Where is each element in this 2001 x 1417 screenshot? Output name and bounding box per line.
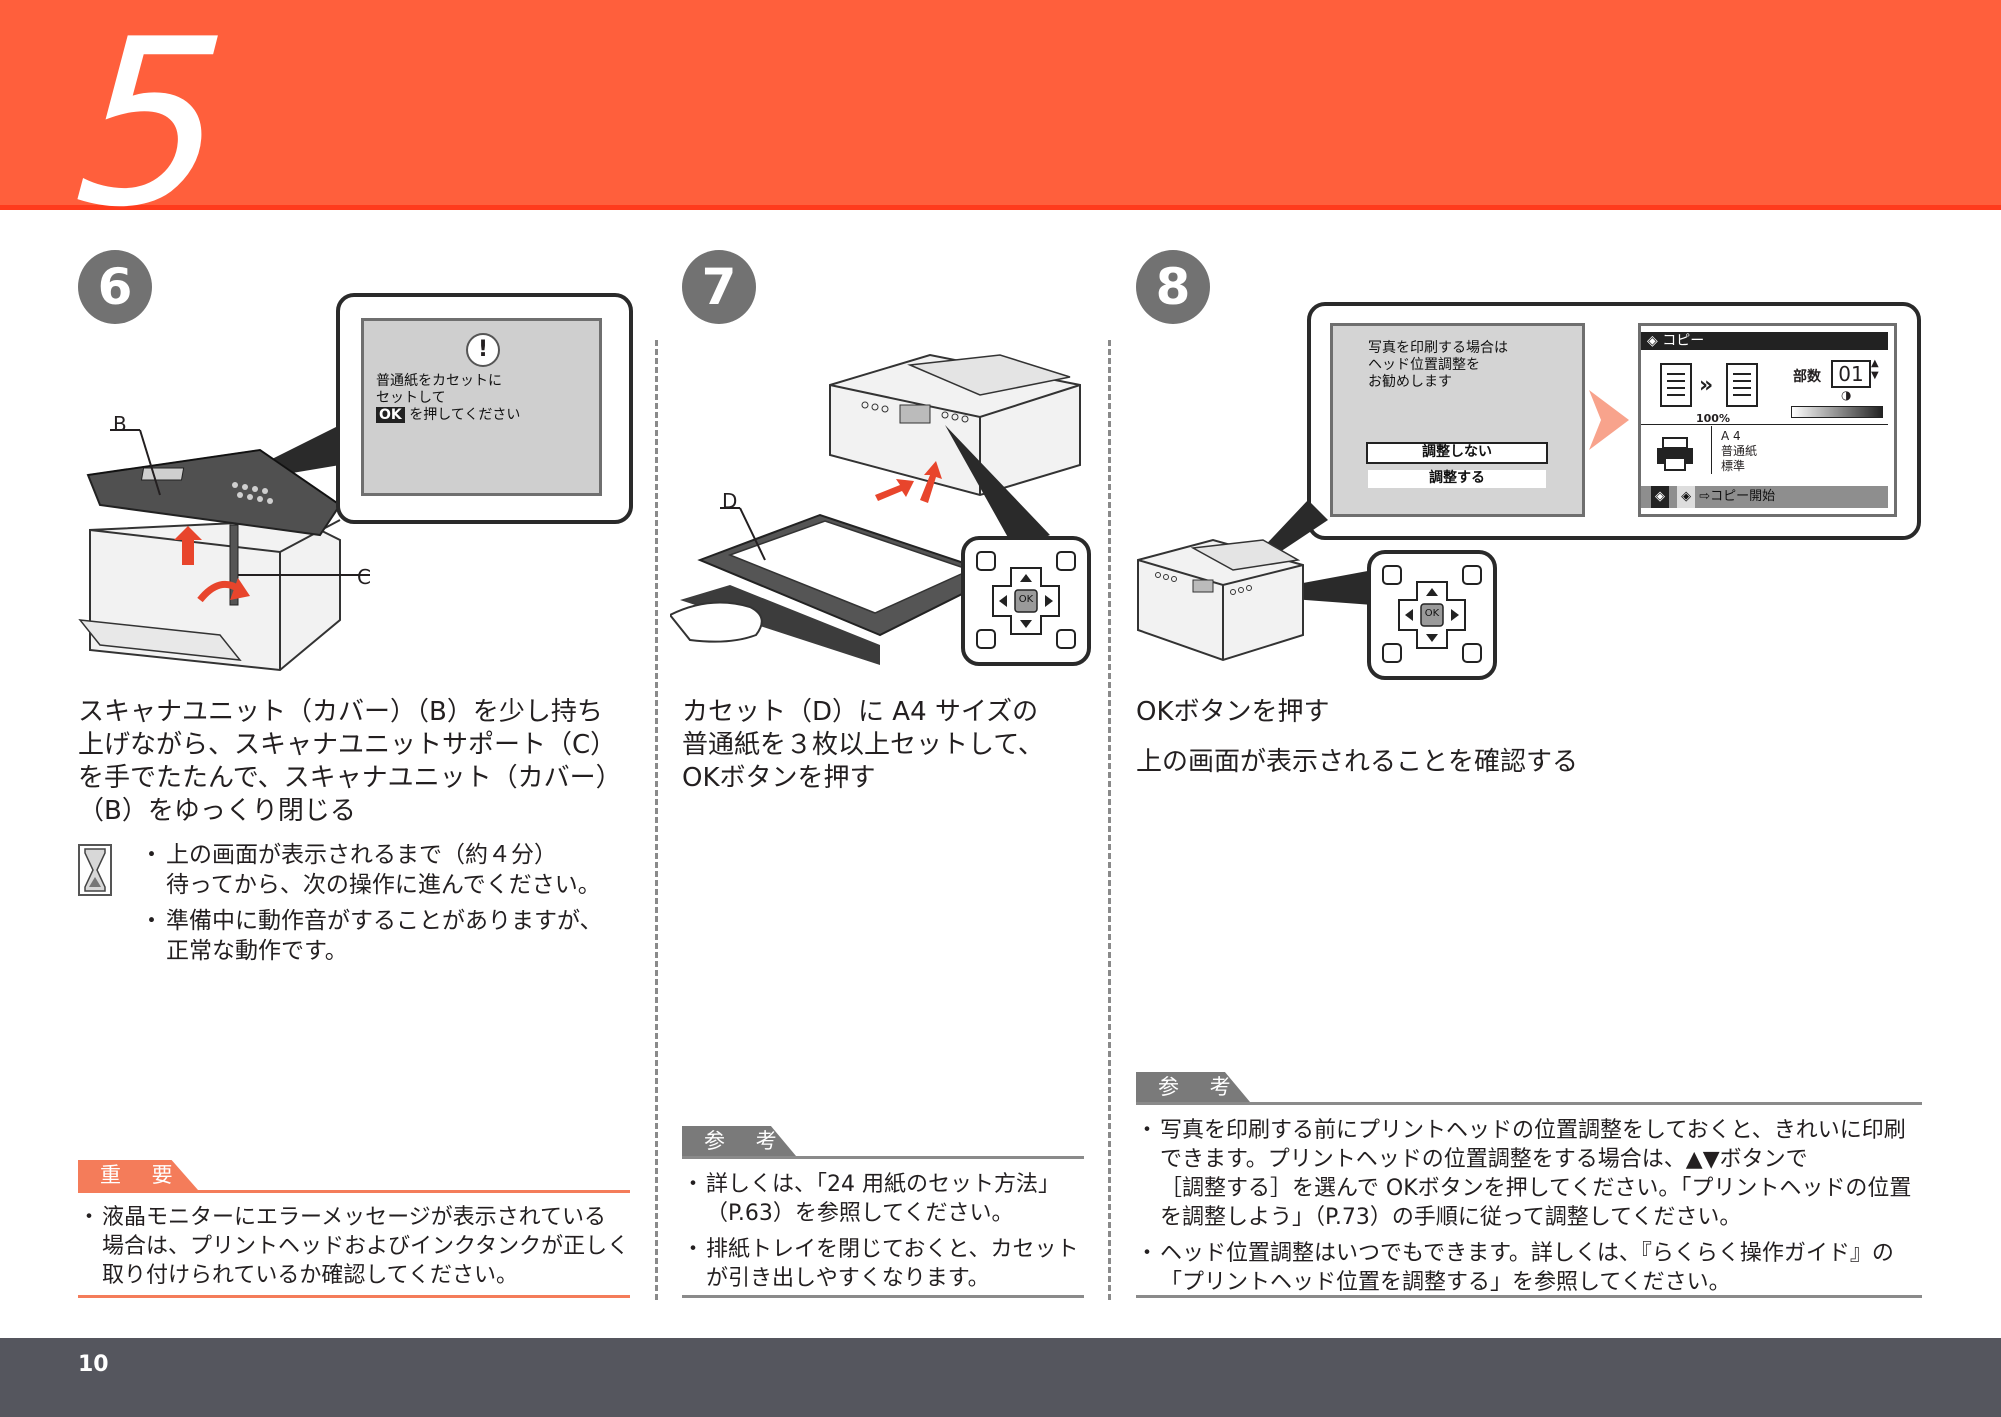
step-7-badge: 7 <box>682 250 756 324</box>
note-line: 写真を印刷する前にプリントヘッドの位置調整をしておくと、きれいに印刷 <box>1160 1118 1906 1143</box>
lcd-line: 写真を印刷する場合は <box>1368 340 1508 356</box>
note-line: できます。プリントヘッドの位置調整をする場合は、▲▼ボタンで <box>1160 1147 1808 1172</box>
hourglass-icon <box>78 844 112 896</box>
chapter-header <box>0 0 2001 210</box>
printer-icon <box>1657 437 1693 471</box>
instruction-line: スキャナユニット（カバー）（B）を少し持ち <box>78 697 603 727</box>
density-slider[interactable] <box>1791 406 1883 418</box>
control-panel-callout: OK <box>961 536 1091 666</box>
paper-settings: A 4 普通紙 標準 <box>1721 429 1757 474</box>
lcd-screen-error: ! 普通紙をカセットに セットして OK を押してください <box>361 318 602 496</box>
instruction-line: 普通紙を３枚以上セットして、 <box>682 730 1044 760</box>
paper-cassette-illustration <box>670 353 1081 665</box>
reference-bottom-rule <box>682 1295 1084 1298</box>
reference-notes: ・詳しくは、「24 用紙のセット方法」 （P.63）を参照してください。 ・排紙… <box>682 1170 1092 1293</box>
lcd-line: を押してください <box>409 407 521 423</box>
step-6-instruction: スキャナユニット（カバー）（B）を少し持ち 上げながら、スキャナユニットサポート… <box>78 696 638 828</box>
reference-rule <box>1136 1102 1922 1105</box>
instruction-line: 上げながら、スキャナユニットサポート（C） <box>78 730 617 760</box>
instruction-line: カセット（D）に A4 サイズの <box>682 697 1039 727</box>
important-label: 重 要 <box>78 1160 198 1190</box>
section-number: 5 <box>68 0 234 258</box>
ok-button-glyph: OK <box>1018 594 1034 605</box>
note-line: 詳しくは、「24 用紙のセット方法」 <box>706 1172 1060 1197</box>
step-8-instruction: OKボタンを押す <box>1136 697 1330 727</box>
ok-button-glyph: OK <box>1424 608 1440 619</box>
note-line: 正常な動作です。 <box>166 938 348 964</box>
copies-updown-icon: ▲▼ <box>1871 358 1879 381</box>
note-line: 場合は、プリントヘッドおよびインクタンクが正しく <box>102 1234 630 1259</box>
control-panel-callout: OK <box>1367 550 1497 680</box>
note-line: 液晶モニターにエラーメッセージが表示されている <box>102 1205 607 1230</box>
svg-text:»: » <box>1699 373 1713 398</box>
wait-notes: ・上の画面が表示されるまで（約４分） 待ってから、次の操作に進んでください。 ・… <box>140 840 640 966</box>
lcd-divider <box>1641 424 1888 425</box>
copy-icon: ◈ <box>1647 333 1658 349</box>
copy-start-label: ⇨コピー開始 <box>1699 489 1776 504</box>
note-line: 排紙トレイを閉じておくと、カセット <box>706 1237 1079 1262</box>
lcd-screen-head-alignment: 写真を印刷する場合は ヘッド位置調整を お勧めします 調整しない 調整する <box>1330 323 1585 517</box>
lcd-line: 普通紙をカセットに <box>376 373 502 389</box>
paper-type: 普通紙 <box>1721 444 1758 458</box>
print-quality: 標準 <box>1721 459 1746 473</box>
lcd-line: ヘッド位置調整を <box>1368 357 1480 373</box>
next-screen-arrow-icon <box>1589 390 1629 450</box>
document-copy-icon: » <box>1660 363 1758 407</box>
reference-bottom-rule <box>1136 1295 1922 1298</box>
density-icon: ◑ <box>1841 388 1852 402</box>
black-start-icon: ◈ <box>1677 486 1696 508</box>
reference-notes: ・写真を印刷する前にプリントヘッドの位置調整をしておくと、きれいに印刷 できます… <box>1136 1116 1936 1297</box>
copies-label: 部数 <box>1793 369 1821 385</box>
zoom-value: 100% <box>1696 412 1730 425</box>
step-8-badge: 8 <box>1136 250 1210 324</box>
copy-start-bar: ◈ ◈ ⇨コピー開始 <box>1641 486 1888 508</box>
note-line: 「プリントヘッド位置を調整する」を参照してください。 <box>1160 1270 1731 1295</box>
reference-rule <box>682 1156 1084 1159</box>
option-adjust[interactable]: 調整する <box>1368 470 1546 488</box>
reference-label: 参 考 <box>1136 1072 1250 1102</box>
important-notes: ・液晶モニターにエラーメッセージが表示されている 場合は、プリントヘッドおよびイ… <box>78 1203 638 1290</box>
label-c: C <box>357 565 371 589</box>
page-number: 10 <box>78 1352 109 1377</box>
step-8-confirm: 上の画面が表示されることを確認する <box>1136 747 1579 777</box>
step-7-instruction: カセット（D）に A4 サイズの 普通紙を３枚以上セットして、 OKボタンを押す <box>682 696 1102 795</box>
label-b: B <box>113 412 127 436</box>
paper-size: A 4 <box>1721 429 1741 443</box>
page-footer <box>0 1338 2001 1417</box>
important-bottom-rule <box>78 1295 630 1298</box>
ok-key-glyph: OK <box>376 407 405 423</box>
instruction-line: （B）をゆっくり閉じる <box>78 796 356 826</box>
label-d: D <box>722 489 738 513</box>
printer-scanner-open-illustration <box>78 425 370 672</box>
copies-value[interactable]: 01 <box>1831 360 1871 388</box>
note-line: （P.63）を参照してください。 <box>706 1201 1014 1226</box>
dpad-illustration <box>1382 565 1482 663</box>
lcd-divider <box>1711 426 1712 474</box>
lcd-screen-copy: ◈ コピー » 100% 部数 01 ▲▼ ◑ A 4 普通紙 標準 ◈ ◈ ⇨… <box>1638 323 1897 517</box>
reference-label: 参 考 <box>682 1126 796 1156</box>
note-line: 準備中に動作音がすることがありますが、 <box>166 908 603 934</box>
column-divider <box>1108 340 1111 1300</box>
copy-header-label: コピー <box>1662 333 1705 349</box>
lcd-line: セットして <box>376 390 446 406</box>
column-divider <box>655 340 658 1300</box>
warning-icon: ! <box>466 333 500 367</box>
copy-header: ◈ コピー <box>1641 332 1888 350</box>
step-6-badge: 6 <box>78 250 152 324</box>
note-line: 上の画面が表示されるまで（約４分） <box>166 842 557 868</box>
note-line: 待ってから、次の操作に進んでください。 <box>166 872 601 898</box>
important-rule <box>78 1190 630 1193</box>
printer-front-illustration <box>1137 500 1373 662</box>
note-line: が引き出しやすくなります。 <box>706 1266 990 1291</box>
instruction-line: を手でたたんで、スキャナユニット（カバー） <box>78 763 622 793</box>
note-line: ［調整する］を選んで OKボタンを押してください。「プリントヘッドの位置 <box>1160 1176 1912 1201</box>
color-start-icon: ◈ <box>1651 486 1669 508</box>
option-no-adjust[interactable]: 調整しない <box>1366 442 1548 464</box>
dpad-illustration <box>976 551 1076 649</box>
instruction-line: OKボタンを押す <box>682 763 876 793</box>
note-line: ヘッド位置調整はいつでもできます。詳しくは、『らくらく操作ガイド』の <box>1160 1241 1894 1266</box>
note-line: を調整しよう」（P.73）の手順に従って調整してください。 <box>1160 1205 1742 1230</box>
note-line: 取り付けられているか確認してください。 <box>102 1263 519 1288</box>
lcd-line: お勧めします <box>1368 374 1452 390</box>
